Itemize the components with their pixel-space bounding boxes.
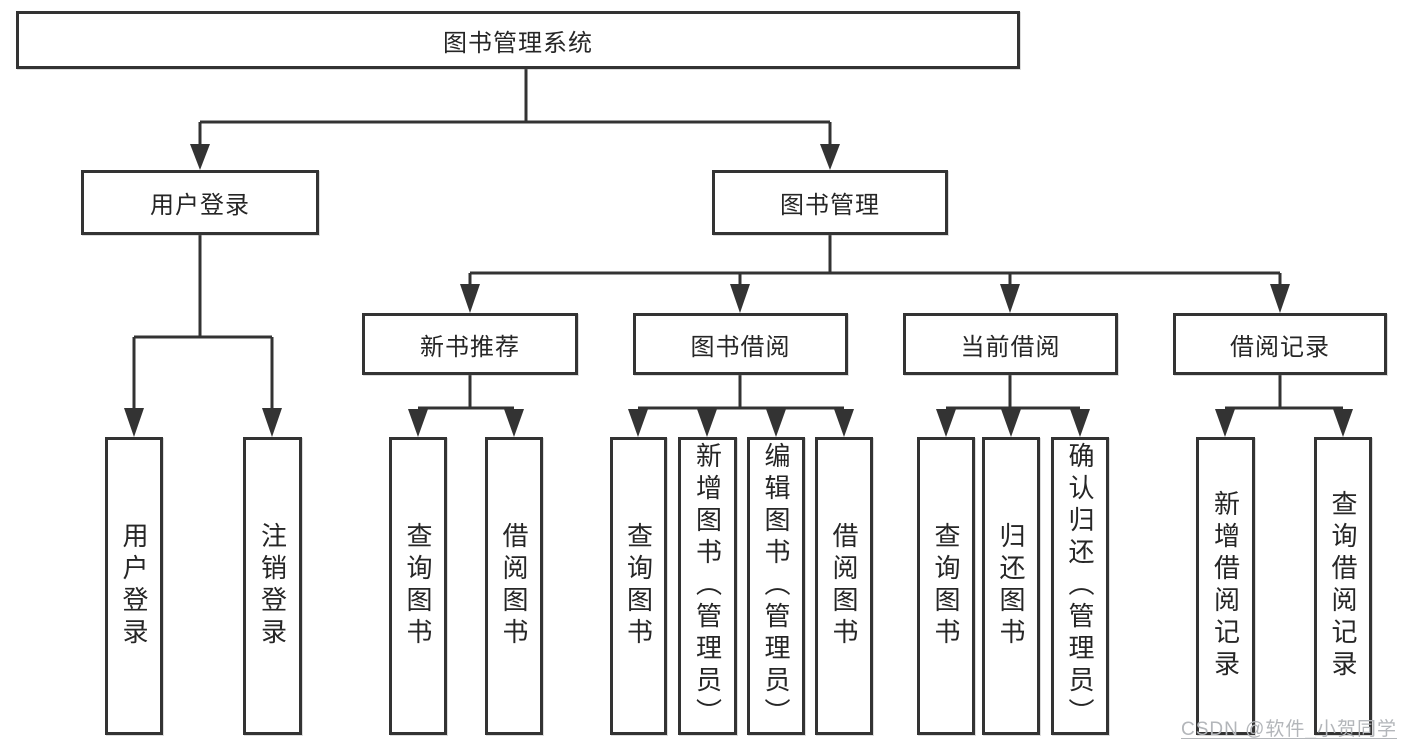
leaf-label: 新增图书（管理员） xyxy=(692,442,723,730)
leaf-query-borrow-record: 查询借阅记录 xyxy=(1314,437,1372,735)
leaf-label: 注销登录 xyxy=(257,522,288,650)
leaf-label: 编辑图书（管理员） xyxy=(761,442,791,730)
leaf-query-books-3: 查询图书 xyxy=(917,437,975,735)
node-root: 图书管理系统 xyxy=(16,11,1020,69)
node-current-borrowing: 当前借阅 xyxy=(903,313,1118,375)
leaf-label: 确认归还（管理员） xyxy=(1065,442,1095,730)
leaf-confirm-return-admin: 确认归还（管理员） xyxy=(1051,437,1109,735)
leaf-user-login: 用户登录 xyxy=(105,437,163,735)
leaf-label: 借阅图书 xyxy=(499,522,529,650)
node-book-management: 图书管理 xyxy=(712,170,948,235)
leaf-add-books-admin: 新增图书（管理员） xyxy=(678,437,737,735)
leaf-borrow-books-2: 借阅图书 xyxy=(815,437,873,735)
leaf-label: 新增借阅记录 xyxy=(1210,490,1241,682)
leaf-label: 归还图书 xyxy=(996,522,1026,650)
leaf-label: 查询图书 xyxy=(623,522,654,650)
leaf-logout: 注销登录 xyxy=(243,437,302,735)
leaf-add-borrow-record: 新增借阅记录 xyxy=(1196,437,1255,735)
node-book-borrowing: 图书借阅 xyxy=(633,313,848,375)
node-new-book-recommend: 新书推荐 xyxy=(362,313,578,375)
watermark: CSDN @软件_小贺同学 xyxy=(1181,719,1397,740)
leaf-borrow-books-1: 借阅图书 xyxy=(485,437,543,735)
leaf-label: 查询图书 xyxy=(403,522,433,650)
leaf-return-books: 归还图书 xyxy=(982,437,1040,735)
node-user-login: 用户登录 xyxy=(81,170,319,235)
leaf-label: 查询借阅记录 xyxy=(1328,490,1358,682)
node-borrowing-records: 借阅记录 xyxy=(1173,313,1387,375)
arrowheads xyxy=(124,144,1353,437)
leaf-edit-books-admin: 编辑图书（管理员） xyxy=(747,437,805,735)
leaf-label: 借阅图书 xyxy=(829,522,859,650)
leaf-label: 查询图书 xyxy=(931,522,961,650)
leaf-query-books-2: 查询图书 xyxy=(610,437,667,735)
leaf-query-books-1: 查询图书 xyxy=(389,437,447,735)
leaf-label: 用户登录 xyxy=(119,522,149,650)
